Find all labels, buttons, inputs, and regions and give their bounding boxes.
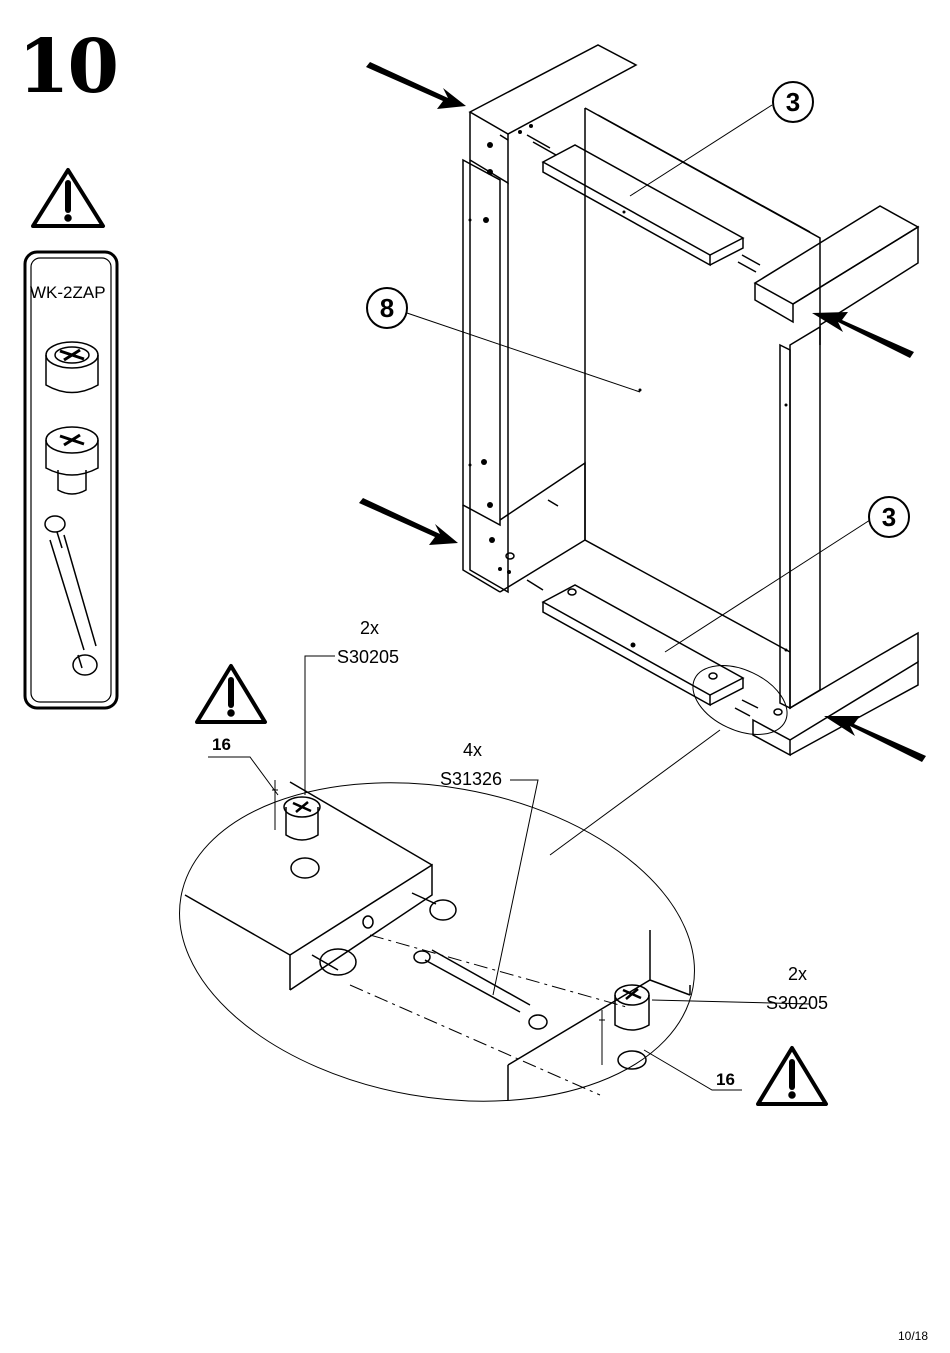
depth-label-left: 16 [212,735,231,755]
tool-panel-code: WK-2ZAP [30,283,106,303]
cabinet-frame [463,45,918,755]
part-callout-top: 3 [772,81,814,123]
warning-icon [197,666,265,722]
warning-icon [33,170,103,226]
part-callout-back: 8 [366,287,408,329]
cam-lock-icon [46,342,98,393]
tool-panel [25,252,117,708]
warning-icon [758,1048,826,1104]
cam-top-qty: 2x [360,618,379,639]
dowel-qty: 4x [463,740,482,761]
depth-label-right: 16 [716,1070,735,1090]
connector-bolt-icon [45,516,97,675]
dowel-code: S31326 [440,769,502,790]
cam-lock-icon [46,427,98,494]
cam-right-code: S30205 [766,993,828,1014]
page-number: 10/18 [898,1329,928,1343]
cam-right-qty: 2x [788,964,807,985]
cam-top-code: S30205 [337,647,399,668]
part-callout-bottom: 3 [868,496,910,538]
